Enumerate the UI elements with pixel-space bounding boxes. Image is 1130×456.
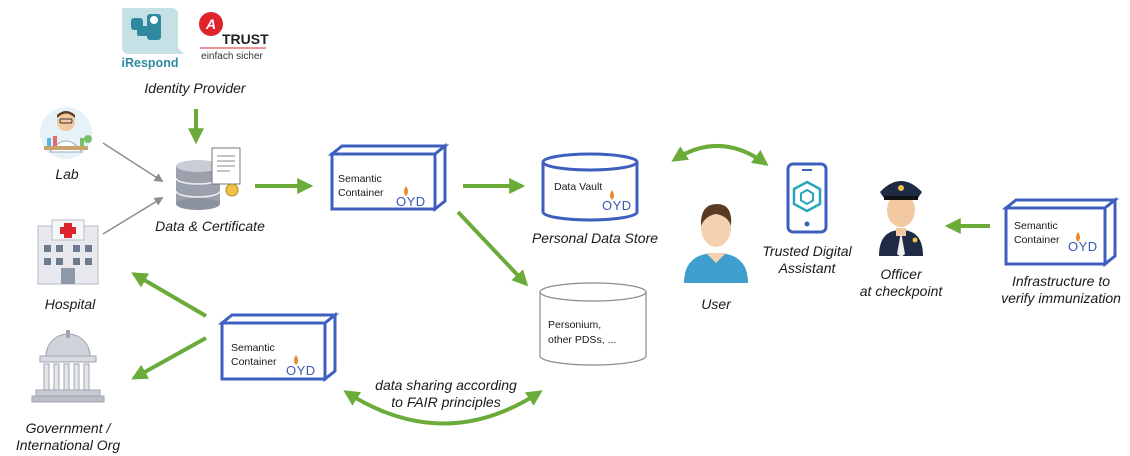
trusted-assistant-label-line1: Trusted Digital	[762, 243, 852, 259]
data-certificate-label: Data & Certificate	[155, 218, 265, 234]
container-top-line2: Container	[338, 187, 384, 199]
container-right-line1: Semantic	[1014, 220, 1058, 232]
hospital-to-data-arrow	[102, 197, 164, 235]
officer-label-line1: Officer	[880, 266, 922, 282]
trusted-assistant-label-line2: Assistant	[778, 260, 836, 276]
a-trust-word: TRUST	[222, 31, 269, 47]
government-label-line1: Government /	[25, 420, 111, 436]
irespond-logo: iRespond	[122, 8, 184, 70]
container-to-government-arrow	[131, 336, 207, 380]
officer-label-line2: at checkpoint	[859, 283, 943, 299]
officer-icon	[879, 181, 923, 257]
hospital-icon	[37, 219, 99, 285]
container-bottom-line1: Semantic	[231, 342, 275, 354]
green-arrows	[131, 109, 990, 426]
government-building-icon	[31, 330, 105, 403]
identity-provider-label: Identity Provider	[144, 80, 246, 96]
vault-to-assistant-arrow	[671, 143, 769, 166]
personium-line1: Personium,	[548, 319, 601, 331]
data-vault-label: Data Vault	[554, 181, 602, 193]
hospital-label: Hospital	[44, 296, 96, 312]
database-certificate-icon	[175, 147, 241, 210]
container-to-personium-arrow	[456, 210, 529, 287]
container-to-hospital-arrow	[131, 272, 208, 318]
personium-cylinder: Personium, other PDSs, ...	[539, 282, 647, 366]
data-vault-brand: OYD	[602, 198, 632, 213]
infrastructure-label-line2: verify immunization	[1001, 290, 1121, 306]
container-top-brand: OYD	[396, 194, 426, 209]
container-top-line1: Semantic	[338, 173, 382, 185]
user-avatar-icon	[684, 204, 748, 283]
personal-data-store-label: Personal Data Store	[531, 230, 659, 246]
infrastructure-label-line1: Infrastructure to	[1011, 273, 1111, 289]
data-vault-cylinder: Data Vault OYD	[541, 152, 639, 222]
phone-assistant-icon	[786, 162, 828, 234]
lab-scientist-icon	[40, 107, 92, 159]
fair-sharing-label-line2: to FAIR principles	[391, 394, 501, 410]
semantic-container-top: Semantic Container OYD	[327, 142, 450, 213]
irespond-logo-text: iRespond	[122, 56, 179, 70]
container-bottom-line2: Container	[231, 356, 277, 368]
lab-label: Lab	[55, 166, 79, 182]
fair-sharing-arrow	[343, 390, 543, 426]
government-label-line2: International Org	[15, 437, 121, 453]
container-right-line2: Container	[1014, 234, 1060, 246]
user-label: User	[701, 296, 731, 312]
container-bottom-brand: OYD	[286, 363, 316, 378]
semantic-container-right: Semantic Container OYD	[1001, 196, 1120, 268]
semantic-container-bottom: Semantic Container OYD	[217, 311, 340, 383]
personium-line2: other PDSs, ...	[548, 334, 616, 346]
fair-sharing-label-line1: data sharing according	[375, 377, 517, 393]
container-right-brand: OYD	[1068, 239, 1098, 254]
svg-text:A: A	[205, 16, 216, 32]
a-trust-tagline: einfach sicher	[201, 51, 263, 62]
a-trust-logo: A TRUST einfach sicher	[199, 12, 269, 62]
lab-to-data-arrow	[102, 142, 164, 182]
